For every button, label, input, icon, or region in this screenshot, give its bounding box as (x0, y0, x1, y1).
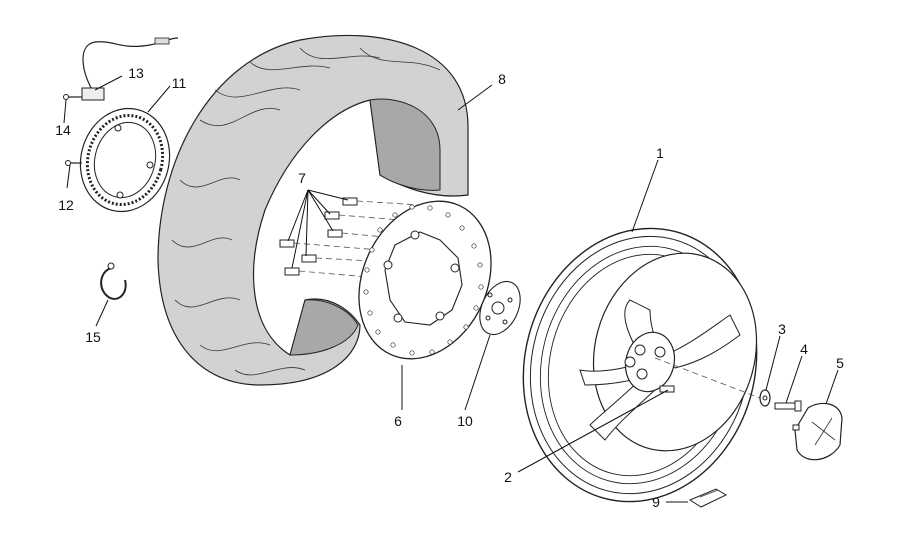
axle-bolt (774, 400, 802, 412)
leader-lines (63, 75, 839, 503)
callout-12: 12 (58, 197, 74, 213)
callout-1: 1 (656, 145, 664, 161)
callout-4: 4 (800, 341, 808, 357)
callout-3: 3 (778, 321, 786, 337)
callout-2: 2 (504, 469, 512, 485)
abs-sensor (81, 37, 179, 101)
callout-labels: 1 2 3 4 5 6 7 8 9 10 11 12 13 14 15 (55, 65, 844, 510)
callout-6: 6 (394, 413, 402, 429)
callout-9: 9 (652, 494, 660, 510)
brake-disc (358, 200, 492, 360)
callout-15: 15 (85, 329, 101, 345)
callout-13: 13 (128, 65, 144, 81)
washer (759, 389, 771, 407)
callout-10: 10 (457, 413, 473, 429)
tire (157, 34, 469, 386)
callout-14: 14 (55, 122, 71, 138)
callout-7: 7 (298, 170, 306, 186)
callout-8: 8 (498, 71, 506, 87)
balance-weight (688, 488, 728, 508)
wheel-rim (522, 227, 761, 503)
clip (100, 262, 127, 300)
dust-cover (479, 280, 521, 336)
hub-cap (792, 402, 843, 461)
tone-ring-screw (65, 160, 82, 166)
sensor-screw (63, 94, 82, 100)
callout-5: 5 (836, 355, 844, 371)
abs-tone-ring (79, 107, 171, 213)
callout-11: 11 (172, 75, 187, 91)
disc-bolts (279, 189, 421, 279)
